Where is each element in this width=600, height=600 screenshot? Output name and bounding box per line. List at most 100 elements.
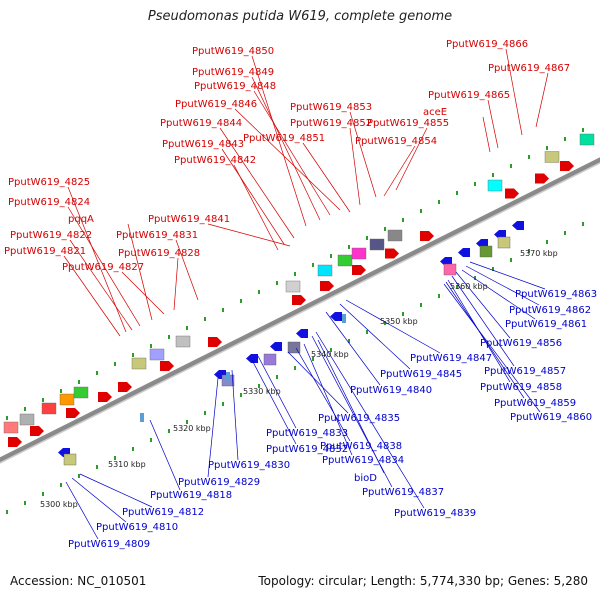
top-label-connector <box>251 76 321 221</box>
bottom-gene-label: PputW619_4859 <box>494 398 576 409</box>
reverse-gene-arrow <box>494 230 506 239</box>
bottom-gene-label: PputW619_4835 <box>318 413 400 424</box>
forward-gene-box <box>337 254 353 267</box>
tick-mark-upper <box>60 389 62 393</box>
top-label-connector <box>69 239 133 331</box>
top-gene-label: PputW619_4854 <box>355 136 437 147</box>
top-gene-label: PputW619_4827 <box>62 262 144 273</box>
tick-mark-upper <box>132 353 134 357</box>
top-gene-label: PputW619_4842 <box>174 155 256 166</box>
forward-gene-box <box>19 413 35 426</box>
top-gene-label: PputW619_4849 <box>192 67 274 78</box>
forward-gene-arrow <box>292 295 306 305</box>
top-label-connector <box>535 72 549 128</box>
top-gene-label: PputW619_4850 <box>192 46 274 57</box>
tick-mark-lower <box>132 447 134 451</box>
reverse-gene-arrow <box>512 221 524 230</box>
forward-gene-arrow <box>66 408 80 418</box>
forward-gene-box <box>544 151 560 163</box>
bottom-label-connector <box>461 269 536 320</box>
tick-mark-lower <box>366 330 368 334</box>
tick-mark-lower <box>6 510 8 514</box>
forward-gene-box <box>41 402 57 415</box>
tick-mark-lower <box>348 339 350 343</box>
bottom-gene-label: PputW619_4863 <box>515 289 597 300</box>
forward-gene-arrow <box>420 231 434 241</box>
tick-mark-upper <box>6 416 8 420</box>
tick-mark-lower <box>60 483 62 487</box>
forward-gene-box <box>387 229 403 242</box>
tick-mark-upper <box>384 227 386 231</box>
tick-mark-lower <box>78 474 80 478</box>
top-label-connector <box>253 90 331 216</box>
reverse-gene-small <box>140 413 144 422</box>
bottom-gene-label: PputW619_4838 <box>320 441 402 452</box>
bottom-label-connector <box>207 377 219 478</box>
scale-label: 5360 kbp <box>450 282 488 291</box>
top-gene-label: PputW619_4831 <box>116 230 198 241</box>
accession-text: Accession: NC_010501 <box>10 574 147 588</box>
reverse-gene-small <box>342 314 346 323</box>
top-label-connector <box>349 111 377 198</box>
bottom-label-connector <box>315 331 425 509</box>
reverse-gene-arrow <box>296 329 308 338</box>
gene-labels: PputW619_4866PputW619_4850PputW619_4867P… <box>4 39 597 550</box>
top-label-connector <box>487 99 499 149</box>
tick-mark-lower <box>528 249 530 253</box>
scale-label: 5370 kbp <box>520 249 558 258</box>
bottom-label-connector <box>295 347 351 442</box>
forward-gene-arrow <box>560 161 574 171</box>
tick-mark-lower <box>330 348 332 352</box>
tick-mark-lower <box>294 366 296 370</box>
bottom-gene-label: PputW619_4862 <box>509 305 591 316</box>
top-gene-label: pqqA <box>68 214 94 225</box>
reverse-gene-box <box>479 245 493 258</box>
tick-mark-lower <box>258 384 260 388</box>
tick-mark-lower <box>438 294 440 298</box>
reverse-gene-arrow <box>246 354 258 363</box>
bottom-label-connector <box>339 303 411 370</box>
tick-mark-lower <box>510 258 512 262</box>
bottom-label-connector <box>311 335 393 488</box>
top-gene-label: PputW619_4853 <box>290 102 372 113</box>
reverse-gene-arrow <box>458 248 470 257</box>
tick-mark-lower <box>582 222 584 226</box>
forward-gene-arrow <box>505 188 519 199</box>
bottom-label-connector <box>149 419 181 491</box>
tick-mark-lower <box>402 312 404 316</box>
forward-gene-box <box>149 348 165 361</box>
tick-mark-upper <box>240 299 242 303</box>
bottom-gene-label: bioD <box>354 473 377 484</box>
reverse-gene-small <box>226 372 230 381</box>
top-gene-label: PputW619_4848 <box>194 81 276 92</box>
reverse-gene-arrow <box>330 312 342 321</box>
reverse-gene-box <box>287 341 301 354</box>
top-label-connector <box>233 164 279 251</box>
label-connectors <box>63 48 549 540</box>
tick-mark-upper <box>564 137 566 141</box>
bottom-label-connector <box>71 477 127 523</box>
tick-mark-upper <box>276 281 278 285</box>
reverse-gene-box <box>443 263 457 276</box>
tick-mark-upper <box>150 344 152 348</box>
tick-mark-lower <box>96 465 98 469</box>
bottom-gene-label: PputW619_4809 <box>68 539 150 550</box>
tick-mark-lower <box>384 321 386 325</box>
top-gene-label: PputW619_4867 <box>488 63 570 74</box>
top-label-connector <box>219 127 295 239</box>
top-label-connector <box>395 127 428 191</box>
tick-mark-lower <box>546 240 548 244</box>
bottom-gene-label: PputW619_4845 <box>380 369 462 380</box>
bottom-label-connector <box>65 481 99 540</box>
forward-gene-arrow <box>30 426 44 436</box>
tick-mark-upper <box>42 398 44 402</box>
tick-mark-lower <box>204 411 206 415</box>
bottom-label-connector <box>287 351 349 414</box>
bottom-gene-label: PputW619_4861 <box>505 319 587 330</box>
bottom-label-connector <box>251 359 297 445</box>
top-label-connector <box>175 239 199 301</box>
forward-gene-box <box>73 386 89 399</box>
bottom-gene-label: PputW619_4858 <box>480 382 562 393</box>
top-label-connector <box>302 142 351 213</box>
forward-gene-box <box>175 335 191 348</box>
